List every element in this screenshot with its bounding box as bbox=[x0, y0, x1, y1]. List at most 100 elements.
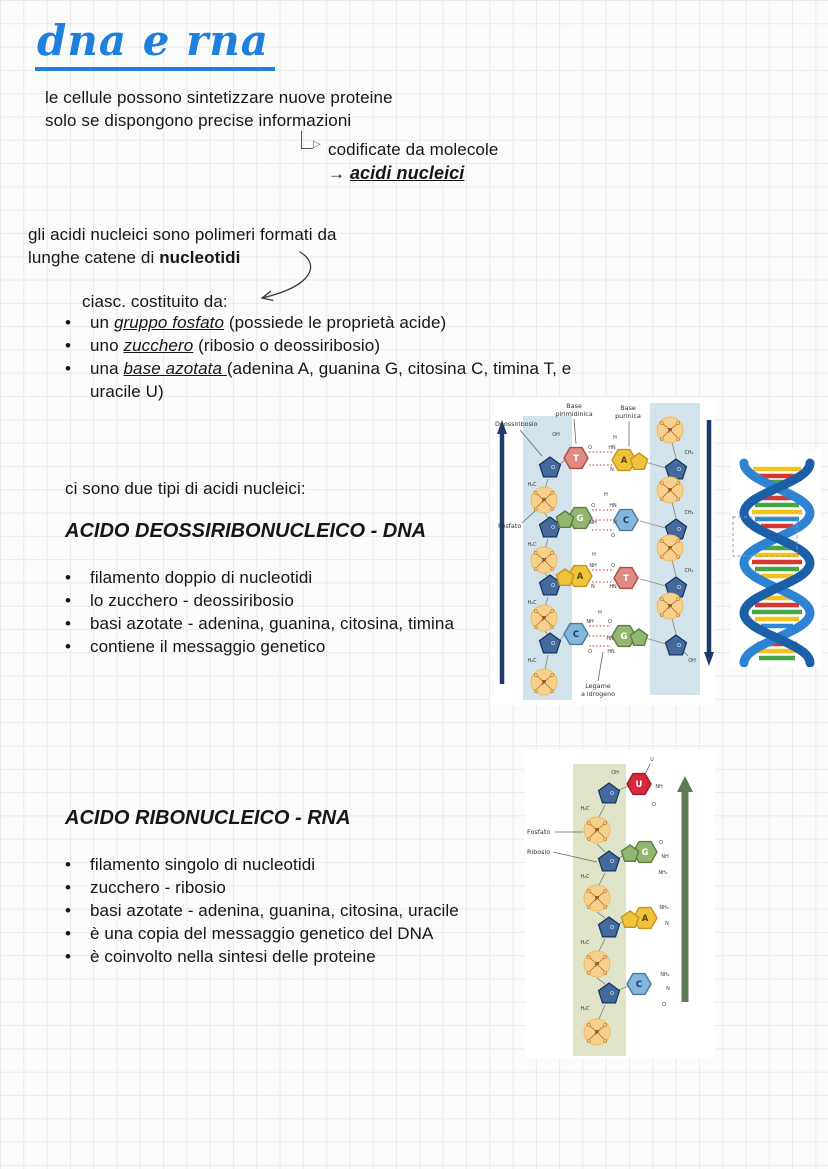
atom-label: H₂C bbox=[580, 940, 590, 946]
hydrogen-bond-label: Legame bbox=[585, 682, 611, 690]
atom-label: H₂C bbox=[580, 1006, 590, 1012]
helix-strand bbox=[739, 458, 815, 667]
pyrimidine-label: Base bbox=[566, 402, 582, 410]
atom-label: H₂C bbox=[527, 482, 537, 488]
branch-term-line: → acidi nucleici bbox=[328, 162, 464, 185]
list-item: •è coinvolto nella sintesi delle protein… bbox=[65, 947, 376, 966]
dna-helix-illustration bbox=[731, 449, 821, 667]
atom-label: N bbox=[610, 467, 614, 473]
atom-label: OH bbox=[552, 432, 560, 438]
ribose-label: Ribosio bbox=[527, 848, 550, 856]
rna-section-heading: ACIDO RIBONUCLEICO - RNA bbox=[65, 807, 351, 829]
atom-label: H₂C bbox=[580, 806, 590, 812]
base-pair-row: G C O HN NH N O H H₂C CH₂ bbox=[527, 476, 694, 574]
base-letter: C bbox=[623, 516, 629, 526]
arrow-glyph: → bbox=[328, 164, 346, 183]
phosphate-group bbox=[583, 884, 611, 912]
atom-label: HN bbox=[608, 445, 616, 451]
rna-nucleotide-row: G O NH NH₂ H₂C bbox=[580, 840, 669, 912]
atom-label: H₂C bbox=[527, 658, 537, 664]
base-pair-row: T A O HN N H OH H₂C CH₂ bbox=[527, 416, 694, 514]
intro-line-2: solo se dispongono precise informazioni bbox=[45, 111, 352, 130]
base-letter: G bbox=[621, 632, 628, 642]
bullet-glyph: • bbox=[65, 614, 72, 633]
base-pair-row: C G NH O HN O HN H H₂C OH bbox=[527, 592, 696, 696]
atom-label: O bbox=[611, 563, 615, 569]
atom-label: O bbox=[591, 503, 595, 509]
branch-elbow-connector bbox=[301, 131, 313, 149]
atom-label: H bbox=[598, 610, 602, 616]
rna-bullet-list: •filamento singolo di nucleotidi •zucche… bbox=[65, 853, 585, 968]
atom-label: OH bbox=[688, 658, 696, 664]
list-item: • un gruppo fosfato (possiede le proprie… bbox=[65, 313, 447, 332]
polymer-paragraph: gli acidi nucleici sono polimeri formati… bbox=[28, 223, 337, 269]
bullet-glyph: • bbox=[65, 924, 72, 943]
phosphate-label: Fosfato bbox=[527, 828, 550, 836]
atom-label: O bbox=[588, 649, 592, 655]
hydrogen-bond-label: a idrogeno bbox=[581, 690, 615, 698]
phosphate-group bbox=[656, 592, 684, 620]
bullet-glyph: • bbox=[65, 855, 72, 874]
atom-label: HN bbox=[609, 503, 617, 509]
atom-label: HN bbox=[606, 636, 614, 642]
atom-label: N bbox=[613, 520, 617, 526]
atom-label: N bbox=[665, 921, 669, 927]
bullet-glyph: • bbox=[65, 947, 72, 966]
pyrimidine-label: pirimidinica bbox=[555, 410, 592, 418]
list-item: •filamento doppio di nucleotidi bbox=[65, 568, 313, 587]
base-letter: T bbox=[623, 574, 629, 584]
list-item: •lo zucchero - deossiribosio bbox=[65, 591, 294, 610]
phosphate-group bbox=[530, 604, 558, 632]
phosphate-label: Fosfato bbox=[498, 522, 521, 530]
atom-label: NH₂ bbox=[660, 972, 669, 978]
atom-label: CH₂ bbox=[684, 450, 693, 456]
base-letter: A bbox=[642, 914, 649, 924]
atom-label: O bbox=[588, 445, 592, 451]
phosphate-group bbox=[656, 476, 684, 504]
atom-label: N bbox=[591, 584, 595, 590]
dna-structure-diagram: P O O O O O bbox=[490, 398, 715, 705]
list-item: •filamento singolo di nucleotidi bbox=[65, 855, 316, 874]
base-letter: G bbox=[577, 514, 584, 524]
atom-label: CH₂ bbox=[684, 568, 693, 574]
purine-label: Base bbox=[620, 404, 636, 412]
atom-label: OH bbox=[611, 770, 619, 776]
base-letter: C bbox=[573, 630, 579, 640]
rna-structure-diagram: Fosfato Ribosio U OH U NH O H₂C bbox=[525, 750, 715, 1058]
bullet-glyph: • bbox=[65, 568, 72, 587]
atom-label: H bbox=[613, 435, 617, 441]
atom-label: NH bbox=[655, 784, 663, 790]
phosphate-group bbox=[583, 816, 611, 844]
deoxyribose-label: Deossiribosio bbox=[495, 420, 538, 428]
list-item: •contiene il messaggio genetico bbox=[65, 637, 326, 656]
list-item: • uno zucchero (ribosio o deossiribosio) bbox=[65, 336, 381, 355]
helix-selection-box bbox=[732, 516, 798, 557]
list-item: •basi azotate - adenina, guanina, citosi… bbox=[65, 901, 459, 920]
list-item: • una base azotata (adenina A, guanina G… bbox=[65, 359, 572, 401]
branch-triangle-icon: ▷ bbox=[313, 139, 321, 150]
atom-label: NH bbox=[661, 854, 669, 860]
list-item: •è una copia del messaggio genetico del … bbox=[65, 924, 434, 943]
base-letter: A bbox=[621, 456, 628, 466]
base-adenine bbox=[611, 448, 649, 472]
dna-right-direction-arrow bbox=[704, 420, 714, 666]
types-intro: ci sono due tipi di acidi nucleici: bbox=[65, 479, 306, 498]
composition-list: • un gruppo fosfato (possiede le proprie… bbox=[65, 311, 580, 403]
atom-label: N bbox=[666, 986, 670, 992]
base-letter: C bbox=[636, 980, 642, 990]
atom-label: CH₂ bbox=[684, 510, 693, 516]
rna-nucleotide-row: C NH₂ N O H₂C bbox=[580, 972, 670, 1046]
phosphate-group bbox=[530, 668, 558, 696]
nucleotidi-bold: nucleotidi bbox=[159, 248, 241, 267]
phosphate-group bbox=[656, 534, 684, 562]
base-guanine bbox=[611, 624, 649, 648]
bullet-glyph: • bbox=[65, 637, 72, 656]
helix-strand bbox=[739, 458, 815, 667]
branch-label: codificate da molecole bbox=[328, 140, 499, 159]
atom-label: HN bbox=[609, 584, 617, 590]
base-adenine bbox=[620, 906, 658, 930]
atom-label: H₂C bbox=[527, 600, 537, 606]
polymer-line-2: lunghe catene di nucleotidi bbox=[28, 248, 241, 267]
dna-left-direction-arrow bbox=[497, 420, 507, 684]
